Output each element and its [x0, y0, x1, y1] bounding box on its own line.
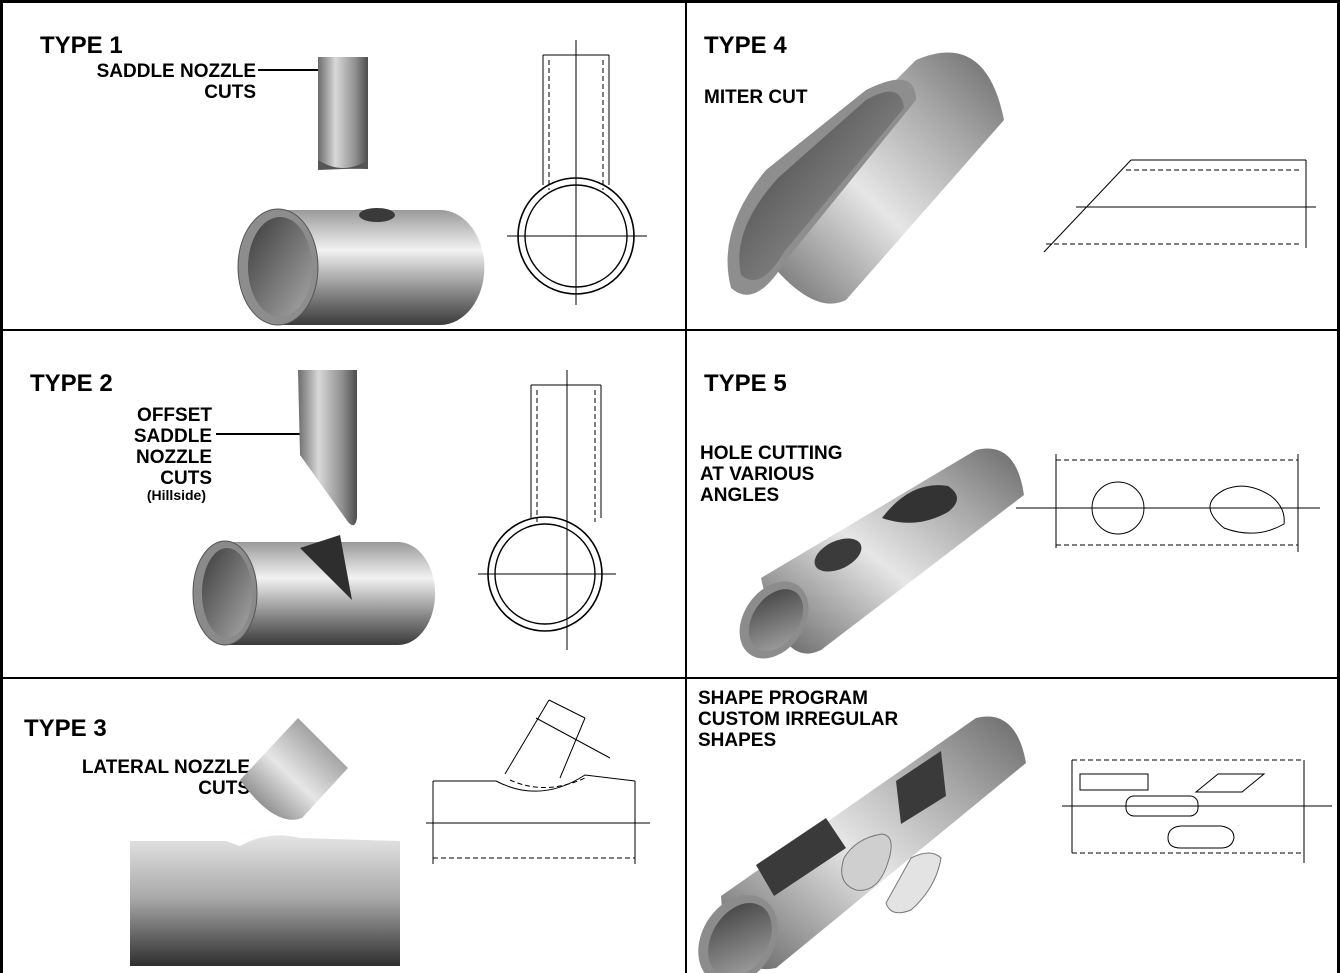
type5-illustration	[739, 448, 1320, 659]
type1-desc: SADDLE NOZZLE CUTS	[96, 61, 256, 103]
type2-desc: OFFSET SADDLE NOZZLE CUTS	[133, 405, 212, 489]
divider-vertical	[685, 0, 687, 973]
type2-illustration	[192, 370, 616, 650]
type5-title: TYPE 5	[704, 370, 787, 397]
frame-left	[0, 0, 3, 973]
divider-row2	[0, 677, 1340, 679]
type3-desc: LATERAL NOZZLE CUTS	[81, 757, 250, 799]
panel-shape-program: SHAPE PROGRAM CUSTOM IRREGULAR SHAPES	[686, 678, 1340, 973]
type1-title: TYPE 1	[40, 32, 123, 59]
shape-program-illustration	[698, 716, 1332, 973]
type3-title: TYPE 3	[24, 715, 107, 742]
panel-type3: TYPE 3 LATERAL NOZZLE CUTS	[0, 678, 686, 973]
type1-illustration	[237, 40, 647, 326]
type5-desc: HOLE CUTTING AT VARIOUS ANGLES	[700, 443, 843, 506]
divider-row1	[0, 329, 1340, 331]
shape-desc: SHAPE PROGRAM CUSTOM IRREGULAR SHAPES	[698, 688, 899, 751]
type4-desc: MITER CUT	[704, 87, 808, 108]
type2-title: TYPE 2	[30, 370, 113, 397]
panel-type2: TYPE 2 OFFSET SADDLE NOZZLE CUTS (Hillsi…	[0, 330, 686, 678]
frame-right	[1337, 0, 1340, 973]
panel-type5: TYPE 5 HOLE CUTTING AT VARIOUS ANGLES	[686, 330, 1340, 678]
frame-top	[0, 0, 1340, 3]
type4-illustration	[727, 52, 1316, 304]
panel-type4: TYPE 4 MITER CUT	[686, 0, 1340, 330]
type4-title: TYPE 4	[704, 32, 787, 59]
type3-illustration	[130, 699, 650, 966]
type2-note: (Hillside)	[146, 487, 206, 503]
panel-type1: TYPE 1 SADDLE NOZZLE CUTS	[0, 0, 686, 330]
